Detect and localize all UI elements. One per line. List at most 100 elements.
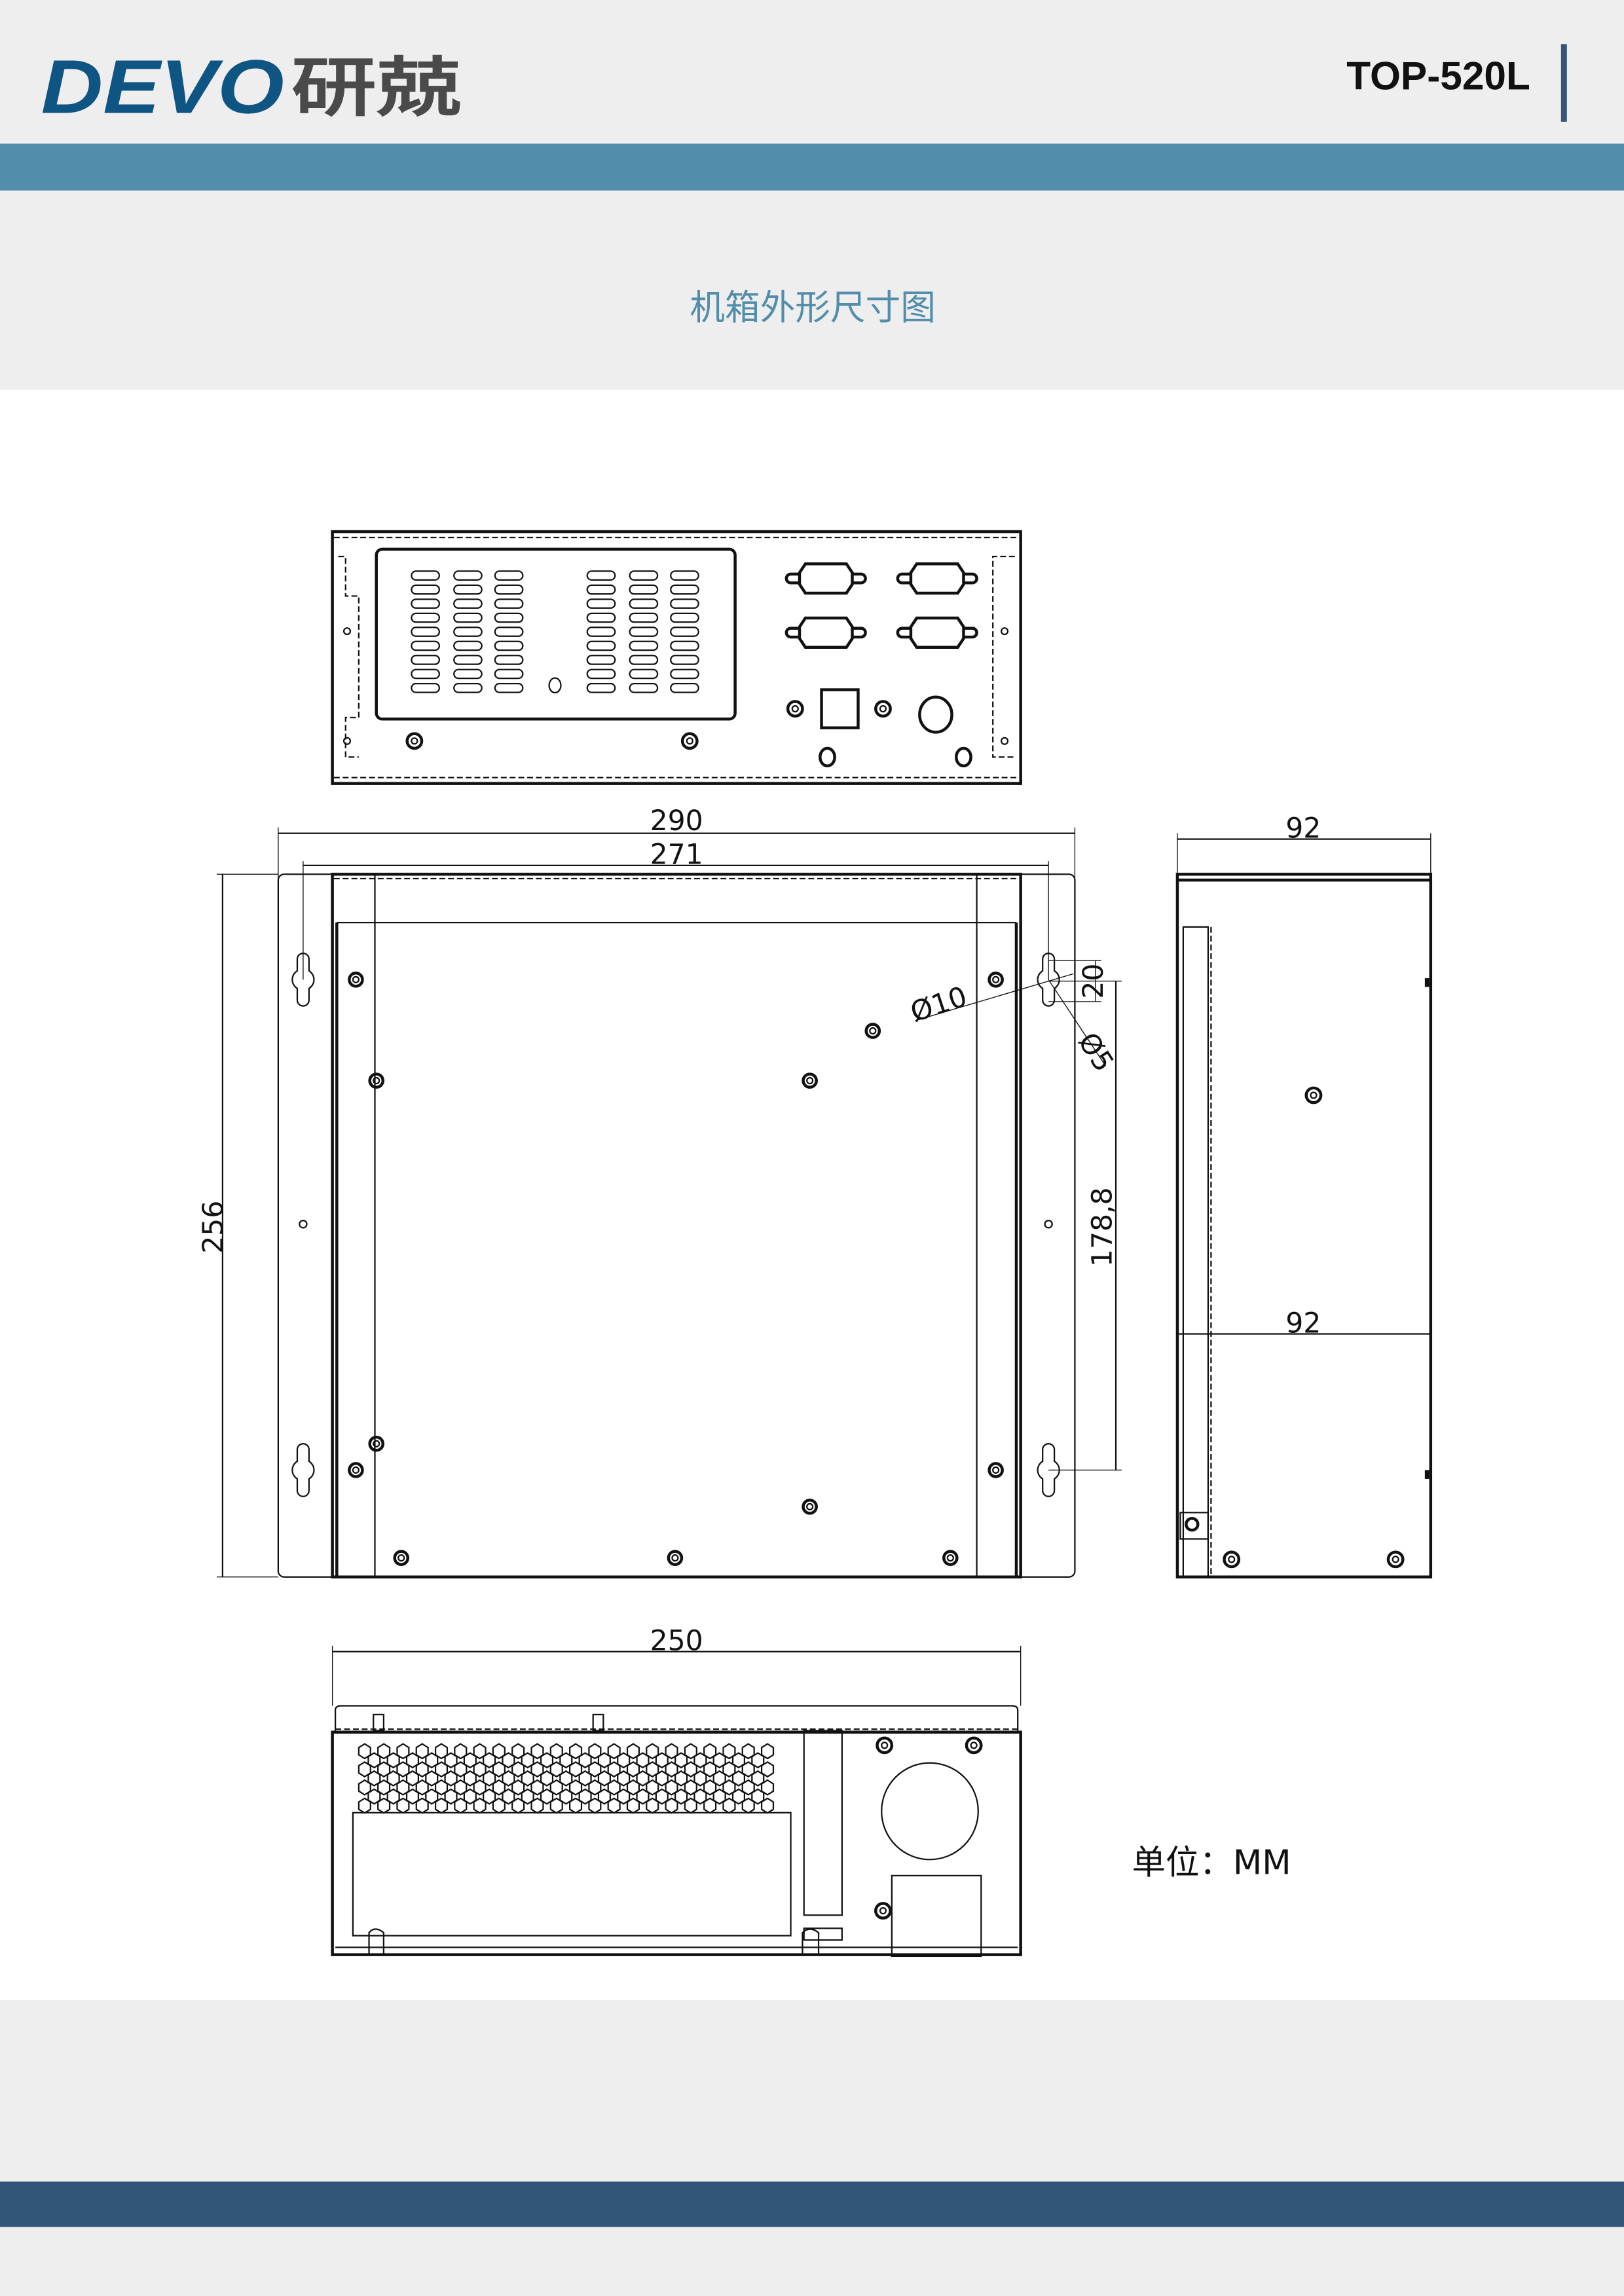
screw-icon	[942, 1550, 959, 1566]
hex-vent-hole	[751, 1752, 765, 1769]
hex-vent-hole	[377, 1761, 391, 1778]
hex-vent-hole	[463, 1788, 477, 1805]
hex-vent-hole	[655, 1788, 669, 1805]
hex-vent-hole	[626, 1743, 640, 1760]
hex-vent-hole	[712, 1770, 726, 1787]
screw-icon	[680, 732, 699, 750]
vent-slot	[586, 683, 616, 693]
hex-vent-hole	[434, 1761, 449, 1778]
screw-icon	[987, 972, 1004, 988]
vent-slot	[586, 570, 616, 581]
hex-vent-hole	[483, 1770, 496, 1787]
hex-vent-hole	[684, 1743, 697, 1760]
hex-vent-hole	[425, 1752, 439, 1769]
hex-vent-hole	[578, 1770, 592, 1787]
screws	[348, 972, 1004, 1566]
hex-vent-hole	[569, 1743, 583, 1760]
hex-vent-hole	[693, 1788, 707, 1805]
vent-slot	[453, 612, 483, 623]
hex-vent-hole	[703, 1779, 717, 1796]
hex-vent-hole	[386, 1770, 400, 1787]
vent-slot	[494, 640, 524, 651]
hex-vent-hole	[454, 1779, 468, 1796]
vent-slot	[494, 570, 524, 581]
front-panel-view	[331, 530, 1022, 785]
vent-slot	[453, 655, 483, 665]
hex-vent-hole	[463, 1770, 477, 1787]
hex-vent-hole	[434, 1779, 449, 1796]
hex-vent-hole	[405, 1788, 420, 1805]
hex-vent-hole	[386, 1752, 400, 1769]
vent-slot	[494, 584, 524, 595]
hex-vent-hole	[617, 1770, 631, 1787]
hex-vent-hole	[588, 1761, 602, 1778]
vent-slot	[411, 627, 440, 637]
hex-vent-hole	[444, 1770, 458, 1787]
vent-slot	[411, 584, 440, 595]
vent-slot	[670, 612, 699, 623]
hex-vent-hole	[731, 1770, 746, 1787]
hex-vent-hole	[434, 1743, 449, 1760]
footer-band	[0, 2181, 1624, 2227]
vent-slot	[411, 668, 440, 680]
screw-icon	[393, 1550, 410, 1566]
vent-slot	[494, 668, 524, 680]
hex-vent-hole	[674, 1770, 688, 1787]
bottom-view: 250	[331, 1626, 1022, 1958]
vent-slot	[629, 640, 659, 651]
screw-icon	[786, 700, 804, 718]
screw-icon	[802, 1072, 818, 1089]
logo-cn-text: 研兢	[291, 51, 461, 126]
dim-depth-mid: 92	[1285, 1307, 1321, 1339]
header-band	[0, 143, 1624, 191]
hex-vent-hole	[530, 1743, 544, 1760]
drawing-area	[0, 390, 1624, 2000]
screw-icon	[368, 1435, 385, 1452]
hex-vent-hole	[502, 1770, 515, 1787]
screw-hole	[992, 975, 1000, 983]
screw-icon	[874, 700, 892, 718]
screw-hole	[352, 975, 360, 983]
hex-vent-hole	[607, 1761, 621, 1778]
hex-vent-hole	[396, 1779, 410, 1796]
hex-vent-hole	[684, 1761, 697, 1778]
hex-vent-hole	[588, 1779, 602, 1796]
vent-slot	[629, 584, 659, 595]
hex-vent-hole	[712, 1752, 726, 1769]
vent-slot	[453, 584, 483, 595]
vent-slot	[494, 655, 524, 665]
vent-slot	[629, 612, 659, 623]
dim-bottom-width: 250	[650, 1626, 703, 1658]
vent-slot	[453, 668, 483, 680]
hex-vent-hole	[549, 1761, 563, 1778]
hex-vent-hole	[559, 1752, 573, 1769]
hex-vent-hole	[358, 1779, 371, 1796]
hex-vent-hole	[530, 1779, 544, 1796]
hex-vent-hole	[760, 1743, 775, 1760]
hex-vent-hole	[636, 1788, 650, 1805]
hex-vent-hole	[415, 1779, 429, 1796]
hex-vent-hole	[646, 1761, 659, 1778]
hex-vent-hole	[405, 1770, 420, 1787]
vent-slot	[453, 640, 483, 651]
vent-slot	[629, 683, 659, 693]
vent-slot	[494, 598, 524, 609]
hex-vent-hole	[607, 1743, 621, 1760]
db9-connector	[784, 616, 867, 649]
vent-slot	[629, 627, 659, 637]
hex-vent-hole	[502, 1788, 515, 1805]
hex-vent-hole	[521, 1788, 534, 1805]
hex-vent-hole	[760, 1761, 775, 1778]
hex-vent-hole	[559, 1770, 573, 1787]
screw-hole	[992, 1466, 1000, 1474]
hex-vent-hole	[665, 1761, 678, 1778]
vent-slot	[670, 570, 699, 581]
screw-hole	[946, 1554, 954, 1562]
hex-vent-hole	[425, 1788, 439, 1805]
hex-vent-hole	[569, 1761, 583, 1778]
db9-connector	[784, 562, 867, 595]
hex-vent-hole	[636, 1752, 650, 1769]
vent-slot	[586, 627, 616, 637]
screw-icon	[368, 1072, 385, 1089]
hex-vent-hole	[540, 1752, 554, 1769]
